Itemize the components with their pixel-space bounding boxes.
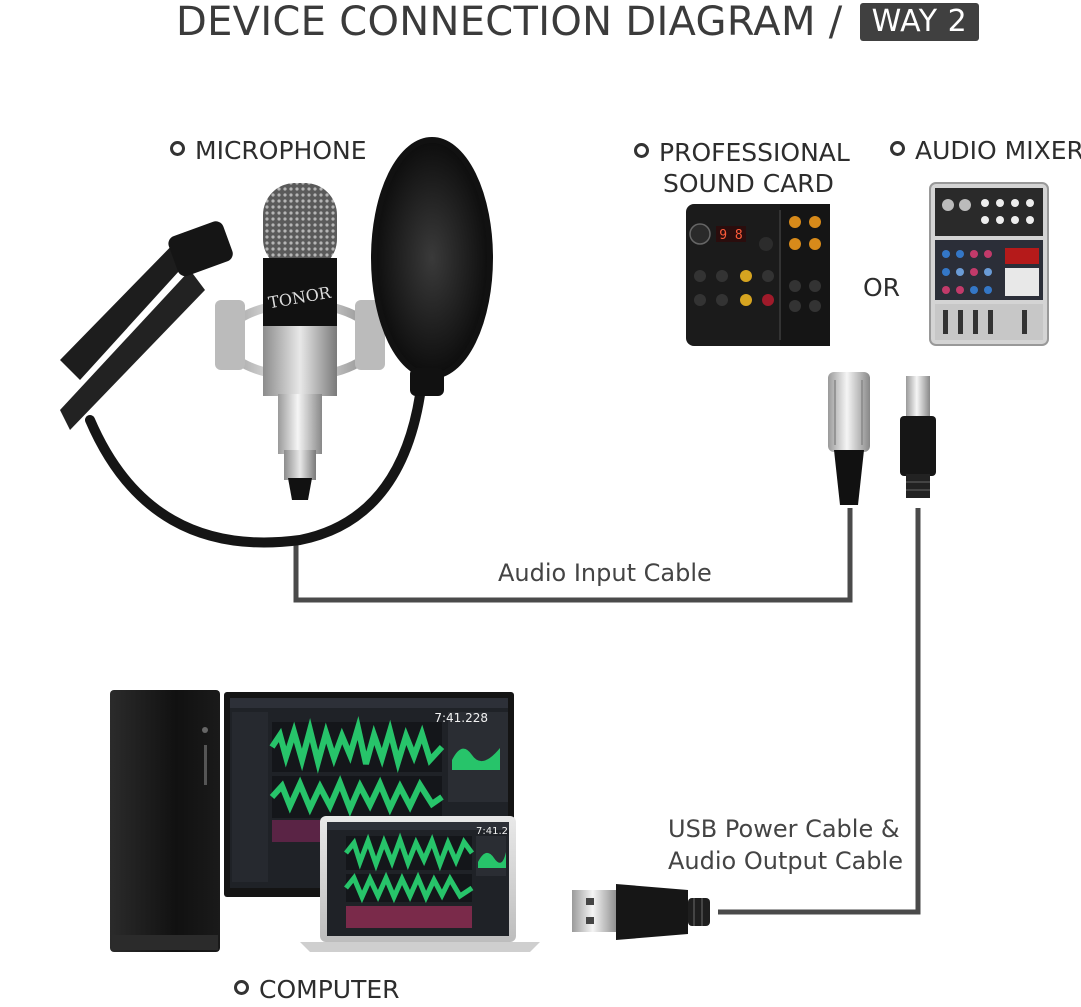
computer-image: 7:41.228 7:41.2 xyxy=(110,690,540,952)
microphone-label: MICROPHONE xyxy=(170,136,367,166)
computer-label-text: COMPUTER xyxy=(259,975,400,1004)
audio-mixer-label: AUDIO MIXER xyxy=(890,136,1081,166)
xlr-connector xyxy=(828,372,870,505)
usb-cable xyxy=(718,508,921,915)
sound-card-display: 9 8 xyxy=(719,228,742,243)
way-badge: WAY 2 xyxy=(859,3,980,41)
microphone-image: TONOR xyxy=(60,137,493,548)
usb-b-connector xyxy=(900,376,936,498)
laptop-time: 7:41.2 xyxy=(476,826,508,837)
page-title: DEVICE CONNECTION DIAGRAM / WAY 2 xyxy=(176,0,980,50)
audio-mixer-image xyxy=(929,182,1049,346)
title-text: DEVICE CONNECTION DIAGRAM / xyxy=(176,0,843,45)
audio-mixer-label-text: AUDIO MIXER xyxy=(915,136,1081,165)
microphone-label-text: MICROPHONE xyxy=(195,136,367,165)
or-label: OR xyxy=(863,273,901,302)
sound-card-label-line1: PROFESSIONAL xyxy=(659,138,850,167)
usb-cable-label-line1: USB Power Cable & xyxy=(668,815,900,843)
monitor-time: 7:41.228 xyxy=(434,711,488,725)
bullet-icon xyxy=(890,141,905,156)
audio-input-cable xyxy=(293,508,853,603)
bullet-icon xyxy=(170,141,185,156)
sound-card-image: 9 8 xyxy=(686,204,830,346)
usb-a-connector xyxy=(572,884,710,940)
bullet-icon xyxy=(634,143,649,158)
bullet-icon xyxy=(234,980,249,995)
usb-cable-label-line2: Audio Output Cable xyxy=(668,847,903,875)
sound-card-label: PROFESSIONAL xyxy=(634,138,850,168)
sound-card-label-line2: SOUND CARD xyxy=(663,169,834,198)
audio-input-cable-label: Audio Input Cable xyxy=(498,559,712,587)
computer-label: COMPUTER xyxy=(234,975,400,1005)
